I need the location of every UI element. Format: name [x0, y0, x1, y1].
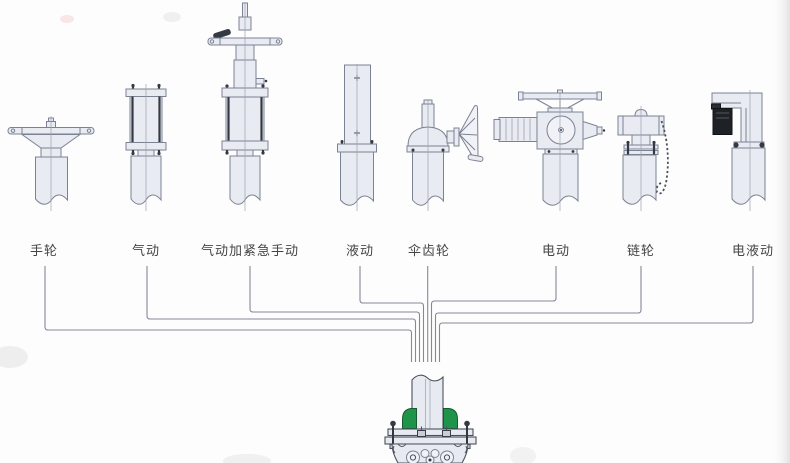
packing-left — [402, 408, 417, 429]
crank-handle — [467, 154, 484, 162]
connector-chain-wheel — [434, 266, 642, 362]
connector-handwheel — [44, 266, 413, 362]
label-electric: 电动 — [542, 243, 570, 258]
stem-column — [35, 156, 68, 205]
label-chain-wheel: 链轮 — [627, 243, 655, 258]
connector-pneumatic-emergency-manual — [249, 266, 421, 362]
gland-flange-upper — [387, 428, 474, 437]
stem-column — [542, 153, 579, 206]
connector-pneumatic — [146, 266, 417, 362]
stem-column — [731, 147, 766, 205]
label-handwheel: 手轮 — [30, 243, 58, 258]
declutch-lever — [213, 29, 231, 39]
motor-block — [712, 108, 733, 135]
packing-right — [443, 408, 458, 429]
valve-stem — [411, 374, 444, 430]
label-pneumatic: 气动 — [132, 243, 160, 258]
actuator-bevel-gear — [406, 99, 484, 211]
connector-hydraulic — [359, 266, 425, 362]
label-bevel-gear: 伞齿轮 — [408, 243, 450, 258]
label-pneumatic-emergency-manual: 气动加紧急手动 — [201, 243, 299, 258]
actuator-pneumatic — [125, 83, 167, 211]
actuator-handwheel — [7, 116, 95, 211]
gland-flange-lower — [384, 436, 477, 445]
connector-electric — [430, 266, 557, 362]
label-electro-hydraulic: 电液动 — [732, 243, 774, 258]
hanging-chain — [655, 120, 669, 195]
connector-electro-hydraulic — [438, 266, 754, 362]
side-handwheel — [458, 105, 479, 161]
actuator-chain-wheel — [617, 106, 669, 211]
label-hydraulic: 液动 — [346, 243, 374, 258]
actuator-electro-hydraulic — [711, 90, 766, 211]
stem-column — [622, 154, 657, 205]
flange-bolt-left — [390, 420, 396, 427]
actuator-hydraulic — [337, 64, 377, 211]
actuator-electric — [493, 89, 606, 211]
actuator-pneumatic-emergency-manual — [207, 2, 283, 211]
flange-bolt-right — [464, 420, 470, 427]
connector-lines — [44, 266, 754, 362]
valve — [384, 374, 477, 463]
label-row: 手轮 气动 气动加紧急手动 液动 伞齿轮 电动 链轮 电液动 — [30, 243, 774, 258]
